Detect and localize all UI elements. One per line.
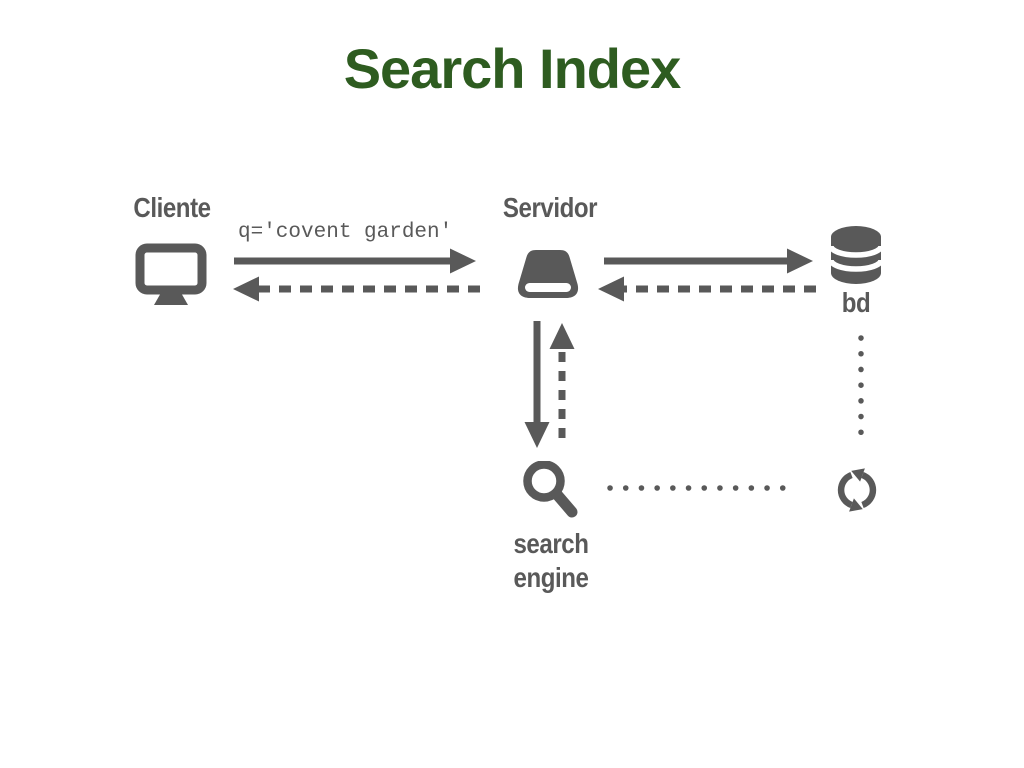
edge-servidor-to-bd	[604, 248, 813, 274]
magnifier-icon	[523, 461, 578, 518]
search-engine-label: search engine	[482, 527, 620, 595]
edge-servidor-to-search-engine	[524, 321, 550, 448]
edge-search-engine-to-servidor	[549, 323, 575, 447]
query-label: q='covent garden'	[238, 221, 453, 244]
servidor-label: Servidor	[502, 192, 598, 223]
bd-label: bd	[841, 287, 871, 318]
refresh-icon	[837, 468, 877, 512]
page-title: Search Index	[343, 37, 682, 100]
disk-drive-icon	[517, 250, 579, 298]
cliente-label: Cliente	[133, 192, 211, 223]
edge-bd-to-servidor	[598, 276, 816, 302]
monitor-icon	[135, 243, 207, 305]
edge-servidor-to-cliente	[233, 276, 480, 302]
database-icon	[830, 226, 882, 284]
search-engine-label-line2: engine	[513, 562, 589, 593]
search-engine-label-line1: search	[513, 528, 589, 559]
edge-cliente-to-servidor	[234, 248, 476, 274]
